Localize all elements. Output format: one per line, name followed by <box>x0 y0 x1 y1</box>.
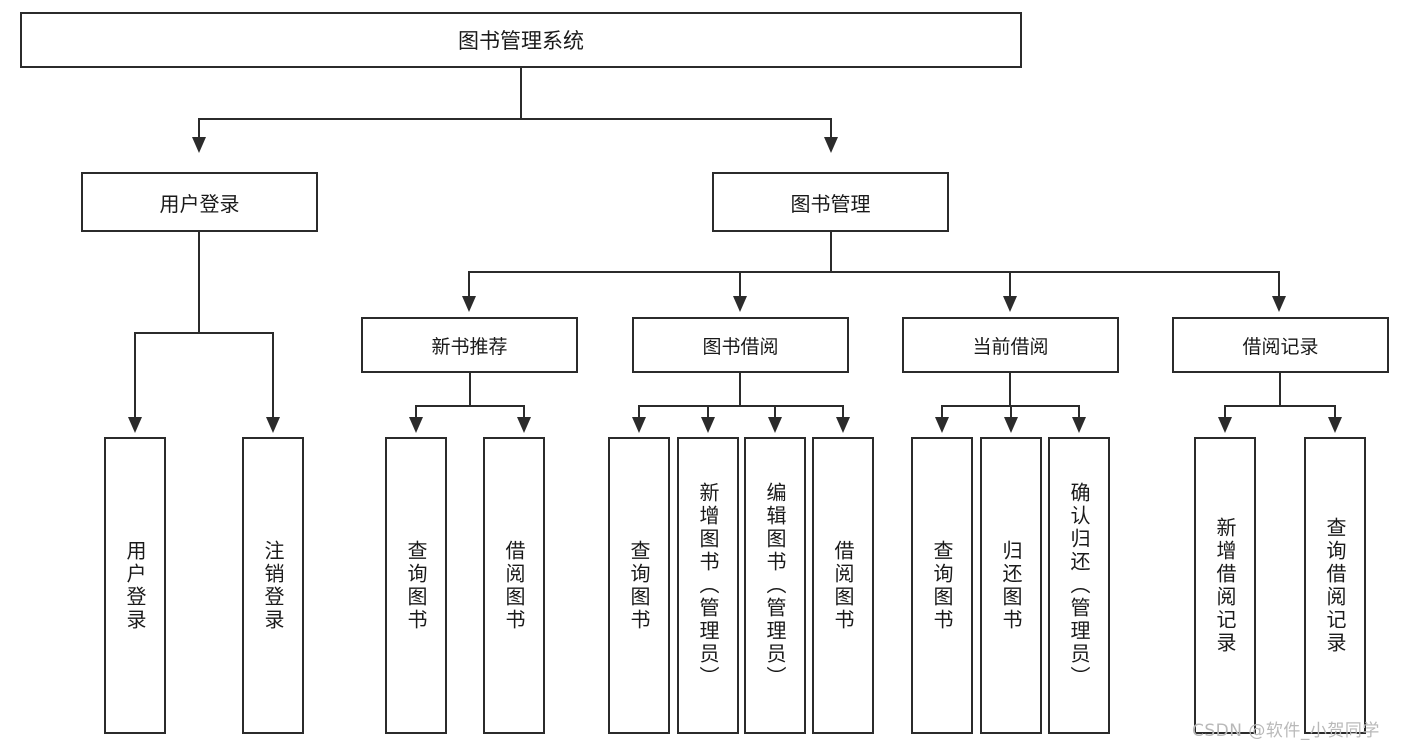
connector-bookmanage-drop-4 <box>1278 271 1280 298</box>
leaf-return-book[interactable]: 归还图书 <box>980 437 1042 734</box>
watermark-text: CSDN @软件_小贺同学 <box>1192 721 1380 741</box>
connector-userlogin-bar <box>134 332 274 334</box>
leaf-borrow-book-borrow[interactable]: 借阅图书 <box>812 437 874 734</box>
leaf-label: 注销登录 <box>261 540 285 632</box>
connector-bookborrow-drop-2 <box>707 405 709 419</box>
leaf-edit-book-admin[interactable]: 编辑图书（管理员） <box>744 437 806 734</box>
leaf-confirm-return-admin[interactable]: 确认归还（管理员） <box>1048 437 1110 734</box>
arrow-to-leaf-borrow-book-2 <box>836 417 850 433</box>
arrow-to-leaf-borrow-book-1 <box>517 417 531 433</box>
leaf-add-book-admin[interactable]: 新增图书（管理员） <box>677 437 739 734</box>
connector-bookborrow-bar <box>638 405 844 407</box>
node-user-login[interactable]: 用户登录 <box>81 172 318 232</box>
connector-bookborrow-drop-1 <box>638 405 640 419</box>
node-label: 图书管理 <box>790 191 871 216</box>
connector-bookborrow-drop-4 <box>842 405 844 419</box>
connector-newbook-drop-1 <box>415 405 417 419</box>
leaf-label: 编辑图书（管理员） <box>763 482 787 689</box>
connector-root-bar <box>198 118 832 120</box>
connector-bookmanage-drop-1 <box>468 271 470 298</box>
arrow-to-new-book-recommend <box>462 296 476 312</box>
leaf-query-book-recommend[interactable]: 查询图书 <box>385 437 447 734</box>
connector-bookmanage-drop-3 <box>1009 271 1011 298</box>
arrow-to-leaf-add-book <box>701 417 715 433</box>
arrow-to-leaf-confirm-return <box>1072 417 1086 433</box>
arrow-to-leaf-query-record <box>1328 417 1342 433</box>
connector-newbook-drop-2 <box>523 405 525 419</box>
leaf-user-login[interactable]: 用户登录 <box>104 437 166 734</box>
connector-newbook-bar <box>415 405 525 407</box>
connector-newbook-stem <box>469 373 471 406</box>
connector-root-drop-right <box>830 118 832 139</box>
leaf-label: 用户登录 <box>123 540 147 632</box>
arrow-to-leaf-query-book-2 <box>632 417 646 433</box>
node-new-book-recommend[interactable]: 新书推荐 <box>361 317 578 373</box>
arrow-to-leaf-edit-book <box>768 417 782 433</box>
connector-borrowrecord-bar <box>1224 405 1336 407</box>
connector-borrowrecord-drop-2 <box>1334 405 1336 419</box>
leaf-query-book-borrow[interactable]: 查询图书 <box>608 437 670 734</box>
arrow-to-leaf-user-login <box>128 417 142 433</box>
leaf-query-borrow-record[interactable]: 查询借阅记录 <box>1304 437 1366 734</box>
arrow-to-leaf-add-record <box>1218 417 1232 433</box>
connector-bookborrow-drop-3 <box>774 405 776 419</box>
connector-root-drop-left <box>198 118 200 139</box>
node-label: 图书借阅 <box>702 335 779 358</box>
node-label: 新书推荐 <box>431 335 508 358</box>
node-label: 当前借阅 <box>972 335 1049 358</box>
leaf-label: 新增图书（管理员） <box>696 482 720 689</box>
connector-bookmanage-drop-2 <box>739 271 741 298</box>
leaf-logout[interactable]: 注销登录 <box>242 437 304 734</box>
node-label: 图书管理系统 <box>458 29 584 53</box>
node-current-borrow[interactable]: 当前借阅 <box>902 317 1119 373</box>
arrow-to-leaf-query-book-1 <box>409 417 423 433</box>
node-book-manage[interactable]: 图书管理 <box>712 172 949 232</box>
connector-currentborrow-drop-3 <box>1078 405 1080 419</box>
connector-bookmanage-bar <box>468 271 1280 273</box>
leaf-label: 归还图书 <box>999 540 1023 632</box>
connector-currentborrow-stem <box>1009 373 1011 406</box>
leaf-label: 查询图书 <box>930 540 954 632</box>
connector-borrowrecord-drop-1 <box>1224 405 1226 419</box>
arrow-to-user-login <box>192 137 206 153</box>
leaf-label: 查询借阅记录 <box>1323 517 1347 655</box>
arrow-to-current-borrow <box>1003 296 1017 312</box>
arrow-to-leaf-query-book-3 <box>935 417 949 433</box>
connector-userlogin-drop-1 <box>134 332 136 419</box>
arrow-to-book-borrow <box>733 296 747 312</box>
leaf-label: 借阅图书 <box>502 540 526 632</box>
node-borrow-record[interactable]: 借阅记录 <box>1172 317 1389 373</box>
connector-borrowrecord-stem <box>1279 373 1281 406</box>
node-label: 借阅记录 <box>1242 335 1319 358</box>
connector-currentborrow-drop-2 <box>1010 405 1012 419</box>
leaf-borrow-book-recommend[interactable]: 借阅图书 <box>483 437 545 734</box>
csdn-watermark: CSDN @软件_小贺同学 <box>1192 716 1380 741</box>
leaf-query-book-current[interactable]: 查询图书 <box>911 437 973 734</box>
connector-root-stem <box>520 68 522 119</box>
leaf-add-borrow-record[interactable]: 新增借阅记录 <box>1194 437 1256 734</box>
node-root-system[interactable]: 图书管理系统 <box>20 12 1022 68</box>
connector-currentborrow-drop-1 <box>941 405 943 419</box>
connector-userlogin-drop-2 <box>272 332 274 419</box>
node-label: 用户登录 <box>159 191 240 216</box>
leaf-label: 查询图书 <box>627 540 651 632</box>
connector-bookmanage-stem <box>830 232 832 272</box>
arrow-to-borrow-record <box>1272 296 1286 312</box>
node-book-borrow[interactable]: 图书借阅 <box>632 317 849 373</box>
leaf-label: 新增借阅记录 <box>1213 517 1237 655</box>
connector-userlogin-stem <box>198 232 200 333</box>
leaf-label: 查询图书 <box>404 540 428 632</box>
leaf-label: 借阅图书 <box>831 540 855 632</box>
connector-bookborrow-stem <box>739 373 741 406</box>
arrow-to-book-manage <box>824 137 838 153</box>
arrow-to-leaf-logout <box>266 417 280 433</box>
arrow-to-leaf-return-book <box>1004 417 1018 433</box>
leaf-label: 确认归还（管理员） <box>1067 482 1091 689</box>
